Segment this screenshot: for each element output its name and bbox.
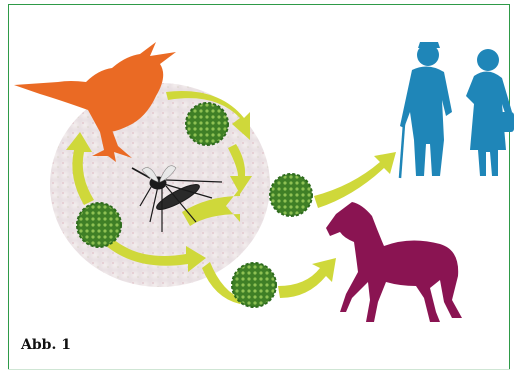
horse-icon (326, 202, 462, 322)
arrow-icon (314, 152, 396, 208)
virus-icon (232, 263, 276, 307)
virus-icon (186, 103, 228, 145)
arrow-icon (278, 258, 336, 298)
virus-icon (77, 203, 121, 247)
virus-icon (270, 174, 312, 216)
figure-caption: Abb. 1 (21, 337, 71, 353)
elderly-couple-icon (400, 42, 514, 178)
